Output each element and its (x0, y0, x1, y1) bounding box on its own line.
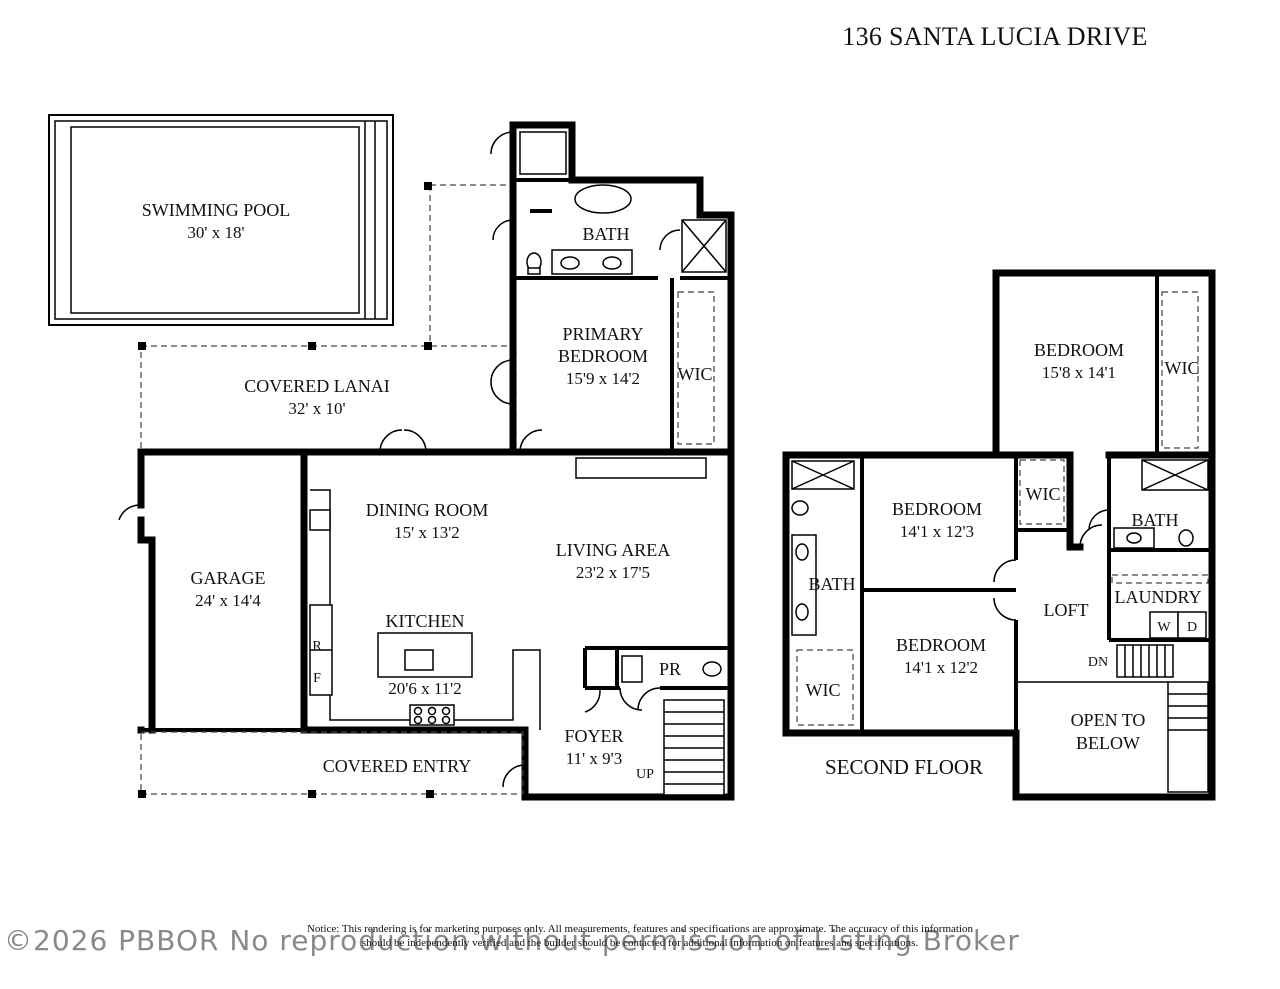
refrigerator-label: R (312, 639, 322, 654)
garage-label: GARAGE (191, 568, 266, 588)
lanai-dimensions: 32' x 10' (288, 399, 345, 418)
foyer-label: FOYER (564, 726, 623, 746)
pool-label: SWIMMING POOL (142, 200, 291, 220)
bedroom-2-dimensions: 14'1 x 12'3 (900, 522, 974, 541)
open-to-below-line2: BELOW (1076, 733, 1140, 753)
primary-bath-label: BATH (582, 224, 629, 244)
copyright-watermark: ©2026 PBBOR No reproduction without perm… (4, 924, 1020, 957)
living-area-label: LIVING AREA (556, 540, 671, 560)
bath-3-label: BATH (1131, 510, 1178, 530)
primary-bedroom-dimensions: 15'9 x 14'2 (566, 369, 640, 388)
primary-bedroom-label-line2: BEDROOM (558, 346, 648, 366)
kitchen-dimensions: 20'6 x 11'2 (388, 679, 462, 698)
upper-bedroom-dimensions: 15'8 x 14'1 (1042, 363, 1116, 382)
upper-wic-label: WIC (1165, 358, 1200, 378)
dining-room-dimensions: 15' x 13'2 (394, 523, 460, 542)
covered-lanai (138, 182, 517, 453)
living-area-dimensions: 23'2 x 17'5 (576, 563, 650, 582)
bedroom-3-dimensions: 14'1 x 12'2 (904, 658, 978, 677)
stairs-down-label: DN (1088, 655, 1108, 670)
primary-wic-label: WIC (678, 364, 713, 384)
powder-room-label: PR (659, 659, 681, 679)
kitchen-label: KITCHEN (386, 611, 465, 631)
primary-bedroom-label-line1: PRIMARY (562, 324, 643, 344)
dryer-label: D (1187, 620, 1197, 635)
covered-entry-label: COVERED ENTRY (323, 756, 472, 776)
open-to-below-line1: OPEN TO (1071, 710, 1146, 730)
bedroom-3-label: BEDROOM (896, 635, 986, 655)
foyer-dimensions: 11' x 9'3 (566, 749, 623, 768)
upper-bedroom-label: BEDROOM (1034, 340, 1124, 360)
bedroom-2-wic-label: WIC (1026, 484, 1061, 504)
bedroom-3-wic-label: WIC (806, 680, 841, 700)
stairs-up-label: UP (636, 767, 654, 782)
garage-dimensions: 24' x 14'4 (195, 591, 261, 610)
notice-line-1: Notice: This rendering is for marketing … (306, 923, 973, 935)
pool-dimensions: 30' x 18' (187, 223, 244, 242)
hall-bath-label: BATH (808, 574, 855, 594)
laundry-label: LAUNDRY (1114, 587, 1201, 607)
bedroom-2-label: BEDROOM (892, 499, 982, 519)
freezer-label: F (313, 671, 321, 686)
loft-label: LOFT (1044, 600, 1089, 620)
disclaimer-notice: Notice: This rendering is for marketing … (200, 922, 1080, 950)
lanai-label: COVERED LANAI (244, 376, 390, 396)
dining-room-label: DINING ROOM (366, 500, 489, 520)
washer-label: W (1157, 620, 1171, 635)
notice-line-2: should be independently verified and the… (361, 937, 919, 949)
property-title: 136 SANTA LUCIA DRIVE (842, 22, 1148, 51)
swimming-pool (48, 114, 394, 326)
second-floor-label: SECOND FLOOR (825, 755, 983, 779)
